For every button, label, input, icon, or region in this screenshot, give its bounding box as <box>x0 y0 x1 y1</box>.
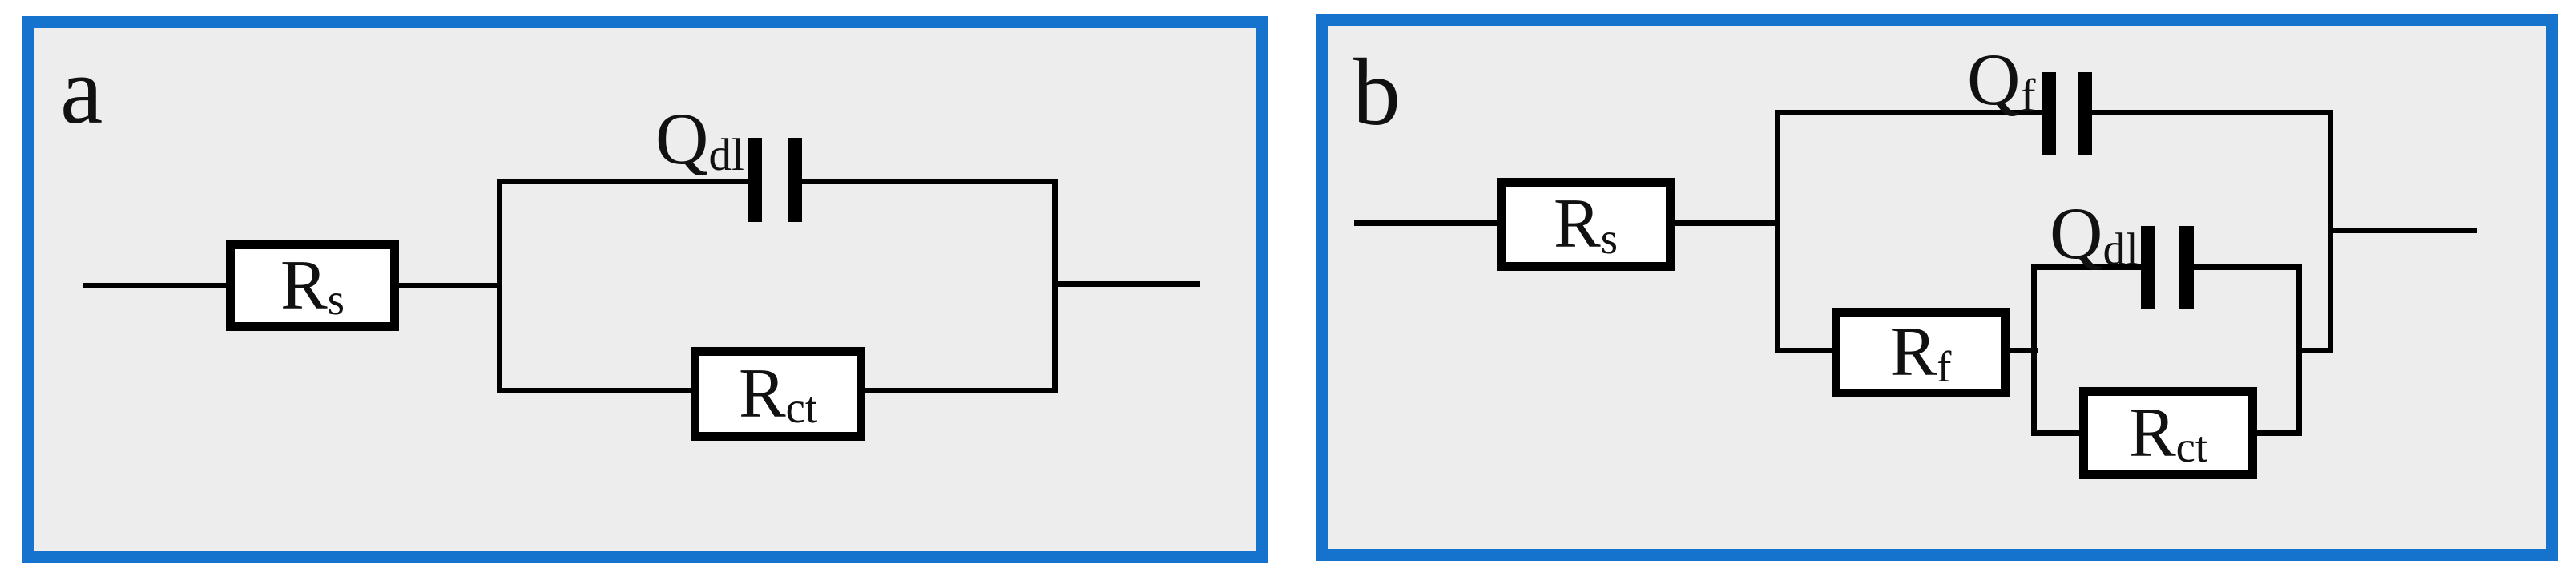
wire-inner-bottom-left <box>2031 430 2079 436</box>
capacitor-qdl-label: Qdl <box>2050 192 2139 275</box>
wire-bottom-branch-right <box>865 388 1058 393</box>
resistor-rs-label: Rs <box>280 246 345 325</box>
wire-outer-left-rail <box>1775 110 1780 353</box>
capacitor-qf-plate-left-icon <box>2042 72 2056 155</box>
wire-inner-left-rail <box>2031 264 2037 436</box>
panel-b-circuit-frame: b Rs Qf Rf Qdl Rct <box>1316 14 2558 561</box>
resistor-rct-label: Rct <box>2128 393 2208 472</box>
wire-right-terminal <box>2328 228 2477 233</box>
wire-rf-to-inner-node <box>2010 348 2038 353</box>
wire-inner-top-right <box>2194 264 2302 270</box>
capacitor-qdl-plate-right-icon <box>2179 226 2194 309</box>
resistor-rct-label: Rct <box>738 354 818 433</box>
wire-outer-top-left <box>1775 110 2043 115</box>
wire-inner-to-outer <box>2296 348 2333 353</box>
resistor-rct-box: Rct <box>2079 387 2257 479</box>
panel-b-letter: b <box>1353 38 1401 145</box>
capacitor-qf-plate-right-icon <box>2078 72 2092 155</box>
capacitor-qdl-plate-right-icon <box>788 138 802 222</box>
capacitor-qdl-plate-left-icon <box>2141 226 2155 309</box>
wire-inner-bottom-right <box>2257 430 2302 436</box>
capacitor-qdl-plate-left-icon <box>748 138 762 222</box>
wire-left-rail <box>497 179 502 393</box>
panel-a-letter: a <box>60 37 103 143</box>
wire-rs-to-node <box>399 283 502 288</box>
resistor-rct-box: Rct <box>691 347 865 441</box>
resistor-rs-box: Rs <box>226 240 399 331</box>
wire-rs-to-node <box>1675 220 1780 226</box>
resistor-rs-label: Rs <box>1554 185 1618 263</box>
wire-inner-top-left <box>2031 264 2143 270</box>
wire-outer-top-right <box>2092 110 2333 115</box>
wire-node-to-rf <box>1775 348 1835 353</box>
resistor-rs-box: Rs <box>1497 178 1675 271</box>
wire-right-terminal <box>1052 281 1200 287</box>
capacitor-qdl-label: Qdl <box>655 98 744 180</box>
capacitor-qf-label: Qf <box>1967 38 2036 121</box>
wire-left-terminal <box>83 283 226 288</box>
resistor-rf-label: Rf <box>1889 313 1952 391</box>
panel-a-circuit-frame: a Rs Qdl Rct <box>22 16 1268 563</box>
wire-top-branch-right <box>801 179 1058 184</box>
resistor-rf-box: Rf <box>1832 308 2010 397</box>
wire-left-terminal <box>1354 220 1497 226</box>
wire-top-branch-left <box>497 179 749 184</box>
wire-bottom-branch-left <box>497 388 693 393</box>
